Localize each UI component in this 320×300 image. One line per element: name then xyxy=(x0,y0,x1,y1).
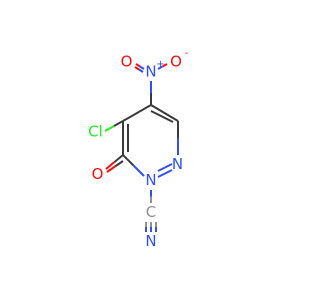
bond-nitro-n-to-oxygen-left-double-half-b xyxy=(138,68,144,73)
bond-ring-c5-c6 xyxy=(150,104,179,122)
bond-ring-c5-c6-double xyxy=(150,110,174,123)
atom-labels-group: O N + O - Cl O N N C N xyxy=(88,48,189,250)
molecule-structure-diagram: O N + O - Cl O N N C N xyxy=(88,48,189,250)
bond-ring-n1-n2-double-half-b xyxy=(157,166,166,172)
bond-c3-oxygen-half-b xyxy=(105,161,116,170)
bonds-group xyxy=(104,63,179,232)
atom-nitrile-nitrogen: N xyxy=(145,232,156,250)
bond-ring-n2-c3-half-b xyxy=(122,154,135,167)
bond-nitro-n-to-oxygen-right-half-b xyxy=(162,63,168,68)
bond-nitro-n-to-oxygen-left-double-half-a xyxy=(134,66,140,71)
bond-ring-n1-n2-double-half-a xyxy=(164,163,173,169)
bond-c3-oxygen-double-half-a xyxy=(114,160,124,168)
bond-ring-n1-n2-half-a xyxy=(164,169,173,175)
bond-nitro-n-to-oxygen-right-half-a xyxy=(157,65,163,70)
bond-c3-oxygen-double-half-b xyxy=(106,165,116,173)
atom-ring-nitrogen-lower: N xyxy=(145,171,156,189)
molecule-svg: O N + O - Cl O N N C N xyxy=(88,48,189,250)
bond-c4-chlorine-half-b xyxy=(104,125,115,132)
bond-ring-n1-n2-half-b xyxy=(157,172,166,178)
bond-c4-chlorine-half-a xyxy=(113,120,124,127)
bond-ring-n2-c3-half-a xyxy=(132,164,145,177)
bond-c3-oxygen-half-a xyxy=(113,154,124,163)
atom-nitro-nitrogen: N xyxy=(145,63,156,81)
bond-nitro-n-to-oxygen-left-half-b xyxy=(139,65,145,70)
atom-nitro-nitrogen-plus-charge: + xyxy=(156,59,164,70)
atom-nitro-oxygen-left: O xyxy=(121,53,133,71)
atom-ring-nitrogen-upper: N xyxy=(172,155,183,173)
bond-nitro-n-to-oxygen-left-half-a xyxy=(135,63,141,68)
atom-carbonyl-oxygen: O xyxy=(92,165,104,183)
bond-ring-c5-c4 xyxy=(122,104,152,122)
atom-nitro-oxygen-minus-charge: - xyxy=(185,48,189,59)
atom-nitro-oxygen-right: O xyxy=(170,53,182,71)
atom-nitrile-carbon: C xyxy=(146,203,156,221)
atom-chlorine: Cl xyxy=(88,123,103,141)
